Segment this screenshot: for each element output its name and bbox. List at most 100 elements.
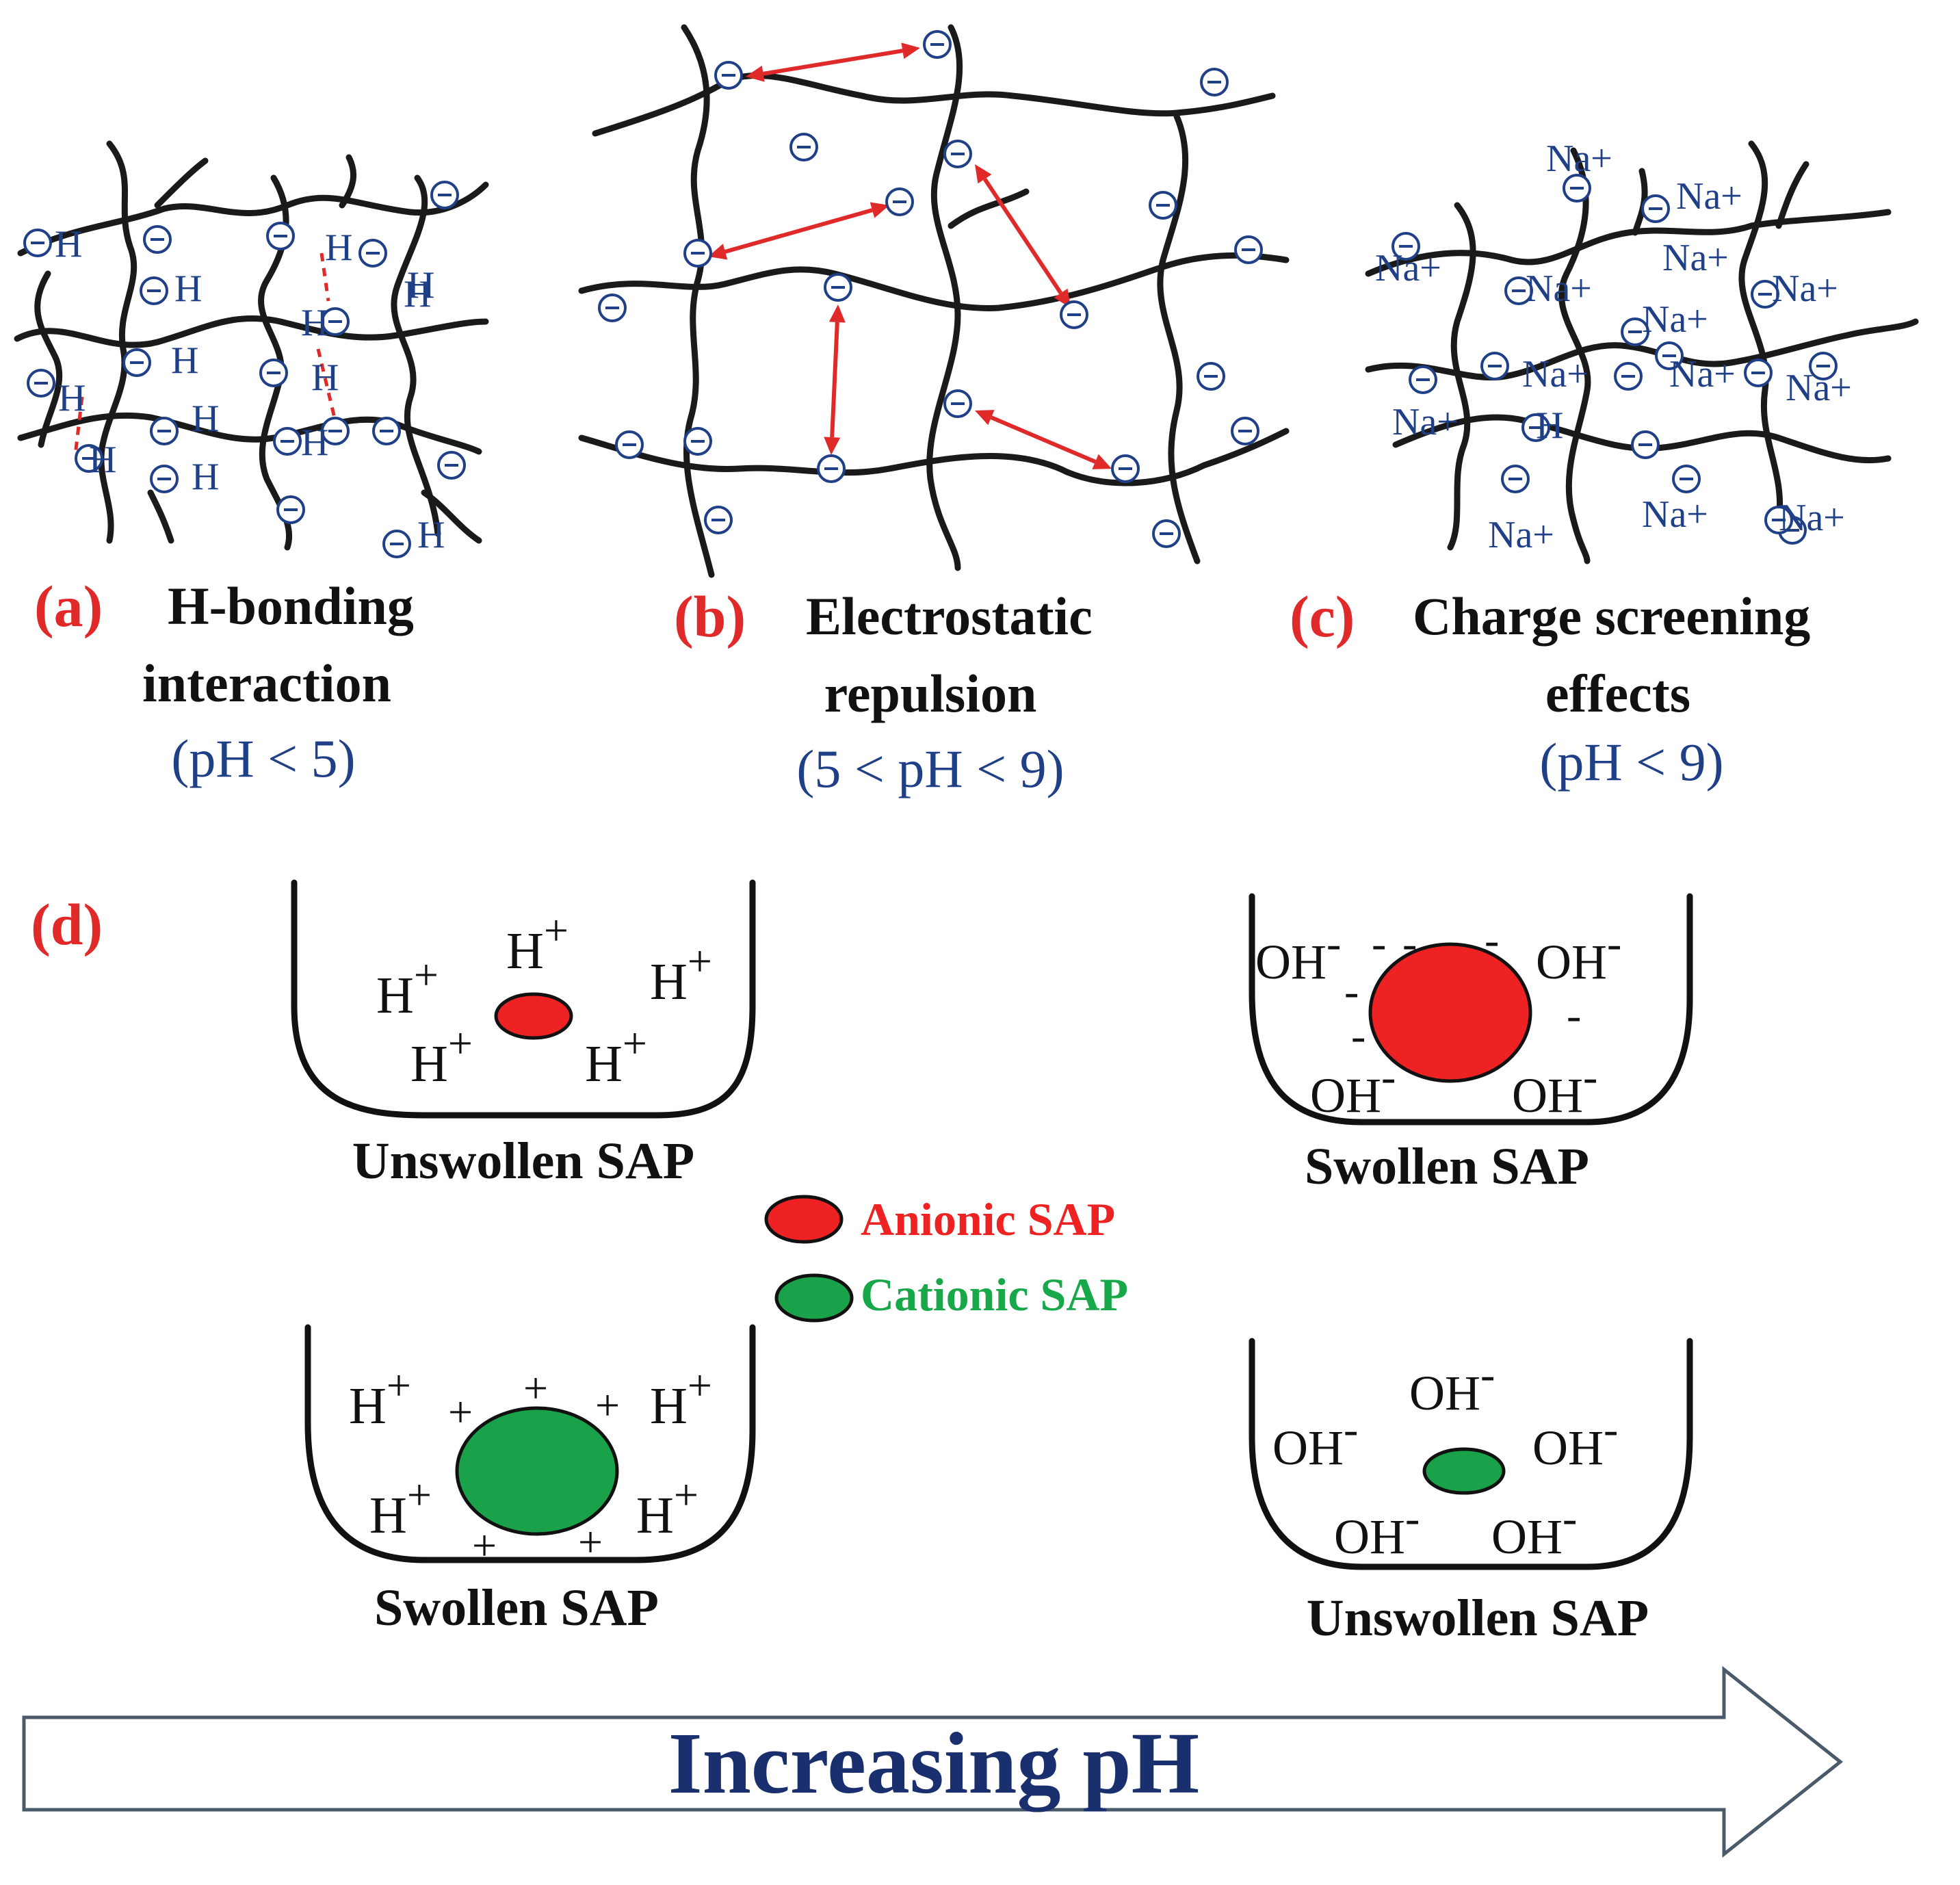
ion-label: H [301,302,328,344]
ion-label: Na+ [1779,497,1845,539]
repulsion-arrow [975,164,1071,308]
ion-label: Na+ [1522,353,1589,395]
negative-charge-icon [372,417,401,445]
panel-a-line1: H-bonding [168,576,414,636]
arrow-label: Increasing pH [668,1715,1199,1812]
ion-label: Na+ [1772,268,1838,310]
panel-a-ph: (pH < 5) [171,729,355,788]
ion-label: - [1344,967,1359,1015]
h-bond-line [73,396,84,456]
ion-label: H [1536,404,1563,447]
ion-label: H+ [585,1019,647,1093]
ion-label: Na+ [1392,401,1459,443]
ion-label: H [417,514,445,556]
negative-charge-icon [615,430,644,459]
cup-bottom-right [1249,1338,1693,1570]
negative-charge-icon [75,444,103,473]
ion-label: H+ [506,906,569,980]
negative-charge-icon [321,307,350,336]
negative-charge-icon [358,239,387,268]
ion-label: + [448,1388,473,1436]
repulsion-arrow [975,410,1112,469]
ion-label: H [301,421,328,464]
ion-label: H [192,456,219,498]
panel-b-ph: (5 < pH < 9) [796,739,1064,798]
negative-charge-icon [923,30,952,59]
negative-charge-icon [27,369,55,398]
negative-charge-icon [430,181,459,209]
ion-label: OH- [1409,1350,1495,1420]
repulsion-arrows [708,42,1112,469]
ion-label: H+ [650,937,712,1011]
right-arrow-icon [22,1665,1844,1858]
ion-label: H [89,439,116,481]
cup-bottom-left [304,1324,756,1563]
negative-charge-icon [1152,519,1181,548]
negative-charge-icon [1764,506,1793,534]
h-bond-lines [73,252,337,456]
ion-label: Na+ [1662,237,1729,279]
ion-label: OH- [1255,919,1341,989]
ion-label: H [171,339,198,382]
negative-charge-icon [817,454,846,483]
anionic-sap-small [494,992,573,1040]
negative-charge-icon [683,239,712,268]
ion-label: - [1372,919,1386,967]
ion-label: H+ [636,1470,698,1544]
negative-charge-icon [1197,362,1225,391]
negative-charge-icon [1060,300,1088,329]
negative-charge-icon [1655,341,1684,370]
repulsion-arrow [824,304,846,455]
negative-charge-icon [598,294,627,322]
negative-charge-icon [943,389,972,418]
ion-label: - [1402,919,1417,967]
ion-label: OH- [1310,1052,1396,1123]
negative-charge-icon [150,417,179,445]
network-b [578,24,1290,578]
negative-charge-icon [1563,174,1591,203]
ion-label: OH- [1272,1405,1358,1475]
ion-label: OH- [1512,1052,1597,1123]
negative-charge-icon [1409,365,1437,394]
negative-charge-icon [1672,465,1701,493]
negative-charge-icon [1631,430,1660,459]
ion-label: OH- [1536,919,1621,989]
panel-c-line2: effects [1545,664,1690,723]
negative-charge-icon [1809,352,1838,380]
negative-charge-icon [683,427,712,456]
negative-charge-icon [273,427,302,456]
negative-charge-icon [1744,359,1773,387]
negative-charge-icon [1149,191,1177,220]
h-bond-line [319,252,330,302]
ion-label: Na+ [1676,175,1742,218]
legend-anionic-label: Anionic SAP [861,1193,1115,1245]
ion-label: Na+ [1488,514,1554,556]
negative-charge-icon [1231,417,1259,445]
negative-charge-icon [885,187,914,216]
ion-label: H+ [369,1470,432,1544]
ion-label: H [325,226,352,269]
cup-top-right [1249,893,1693,1126]
legend-cationic-swatch [774,1273,854,1323]
network-a [14,140,489,551]
ion-label: H+ [650,1361,712,1435]
ion-label: - [1485,915,1499,964]
negative-charge-icon [1111,454,1140,483]
ion-label: Na+ [1669,353,1736,395]
negative-charge-icon [259,359,288,387]
negative-charge-icon [321,417,350,445]
ion-label: Na+ [1642,298,1708,341]
ion-label: H [58,377,86,419]
panel-b-letter: (b) [674,584,746,649]
ion-label: H [311,356,339,399]
sap-label-top-right: Swollen SAP [1305,1138,1589,1195]
ion-label: H [192,398,219,440]
negative-charge-icon [1614,362,1643,391]
ion-label: OH- [1491,1494,1577,1564]
ion-label: H+ [349,1361,411,1435]
negative-charge-icon [437,451,466,480]
negative-charge-icon [704,506,733,534]
negative-charge-icon [1234,235,1263,264]
